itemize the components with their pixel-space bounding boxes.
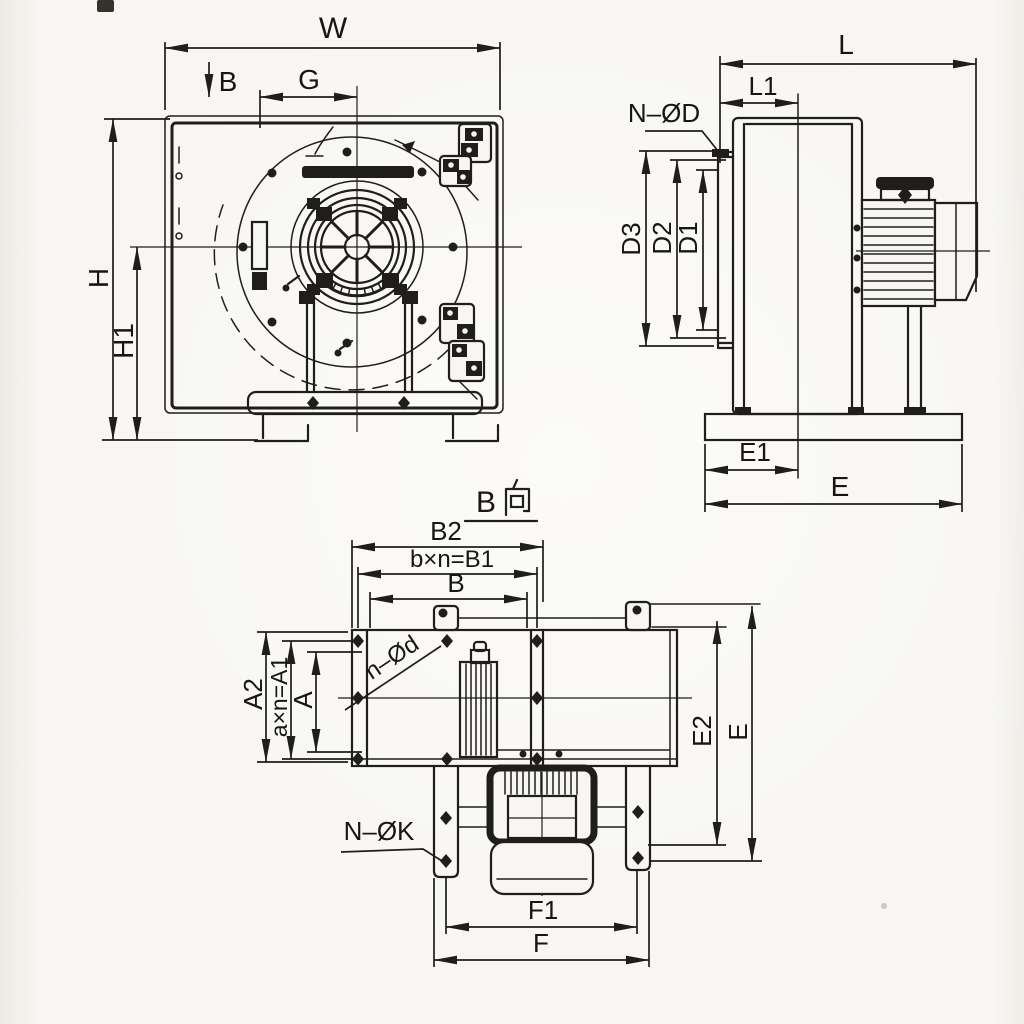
outlet-view-b: B xyxy=(238,478,762,967)
dim-label-E1: E1 xyxy=(739,437,771,467)
foot-angles xyxy=(253,412,500,443)
dim-label-E-side: E xyxy=(831,471,850,502)
dim-label-D1: D1 xyxy=(673,221,703,254)
leader-N-OD xyxy=(645,130,719,152)
dim-label-F1: F1 xyxy=(528,895,558,925)
xiang-character-glyph xyxy=(504,478,531,517)
dim-label-G: G xyxy=(298,64,320,95)
left-foot-strip xyxy=(432,604,491,879)
dim-label-F: F xyxy=(533,928,549,958)
dim-label-L1: L1 xyxy=(749,71,778,101)
motor-end-top xyxy=(489,840,595,896)
dim-label-E2: E2 xyxy=(687,715,717,747)
view-title-latin: B xyxy=(476,486,496,519)
dim-label-D3: D3 xyxy=(616,222,646,255)
motor-top-fins xyxy=(504,771,578,795)
dim-label-A: A xyxy=(288,691,318,709)
volute-scroll xyxy=(236,136,468,368)
foot-bar xyxy=(246,390,484,416)
bolt-label-N-OK: N–ØK xyxy=(344,816,415,846)
outlet-flange-bolts xyxy=(352,634,563,766)
top-clamp-bar xyxy=(302,166,414,178)
scan-dot xyxy=(881,903,887,909)
volute-dashed-arc xyxy=(213,204,450,391)
leader-n-od xyxy=(344,645,442,711)
junction-box-cap xyxy=(876,177,934,189)
impeller-inlet xyxy=(290,166,424,314)
section-label-B: B xyxy=(219,66,238,97)
dim-label-H: H xyxy=(83,268,114,288)
bolt-label-n-od: n–Ød xyxy=(360,630,424,685)
rotation-arrow-icon xyxy=(402,141,415,153)
motor-top xyxy=(486,764,598,896)
dim-label-W: W xyxy=(319,12,348,45)
base-plate-side xyxy=(703,412,964,442)
dim-label-H1: H1 xyxy=(108,323,139,359)
panel-bolts xyxy=(238,147,458,348)
dim-label-A1: a×n=A1 xyxy=(266,657,292,738)
dim-label-B: B xyxy=(447,568,464,598)
serration-ticks xyxy=(331,282,383,297)
motor-side xyxy=(853,177,990,414)
bolt-label-N-OD: N–ØD xyxy=(628,98,700,128)
dim-label-B1: b×n=B1 xyxy=(410,546,494,573)
scan-speck xyxy=(97,0,114,12)
impeller-spokes xyxy=(319,209,395,285)
hook-leader xyxy=(305,126,334,157)
housing-inner-panel xyxy=(170,121,499,410)
leader-N-OK xyxy=(340,848,443,862)
dim-label-D2: D2 xyxy=(647,221,677,254)
ribbed-collar xyxy=(458,640,499,759)
front-view: W B G H H1 xyxy=(83,12,522,443)
blade-ticks xyxy=(286,274,354,351)
dim-label-A2: A2 xyxy=(238,678,268,710)
motor-bracket xyxy=(305,290,414,394)
left-slot xyxy=(250,220,269,271)
corner-brackets xyxy=(438,122,493,383)
left-pad xyxy=(252,272,267,290)
dim-label-B2: B2 xyxy=(430,516,462,546)
motor-fins xyxy=(863,208,934,300)
right-foot-strip xyxy=(593,600,652,872)
side-view: L L1 N–ØD D3 D2 D1 E1 E xyxy=(616,29,990,512)
inlet-flange xyxy=(716,150,735,350)
motor-support xyxy=(906,304,923,414)
dim-label-L: L xyxy=(838,29,854,60)
dim-label-E-outlet: E xyxy=(723,723,753,740)
